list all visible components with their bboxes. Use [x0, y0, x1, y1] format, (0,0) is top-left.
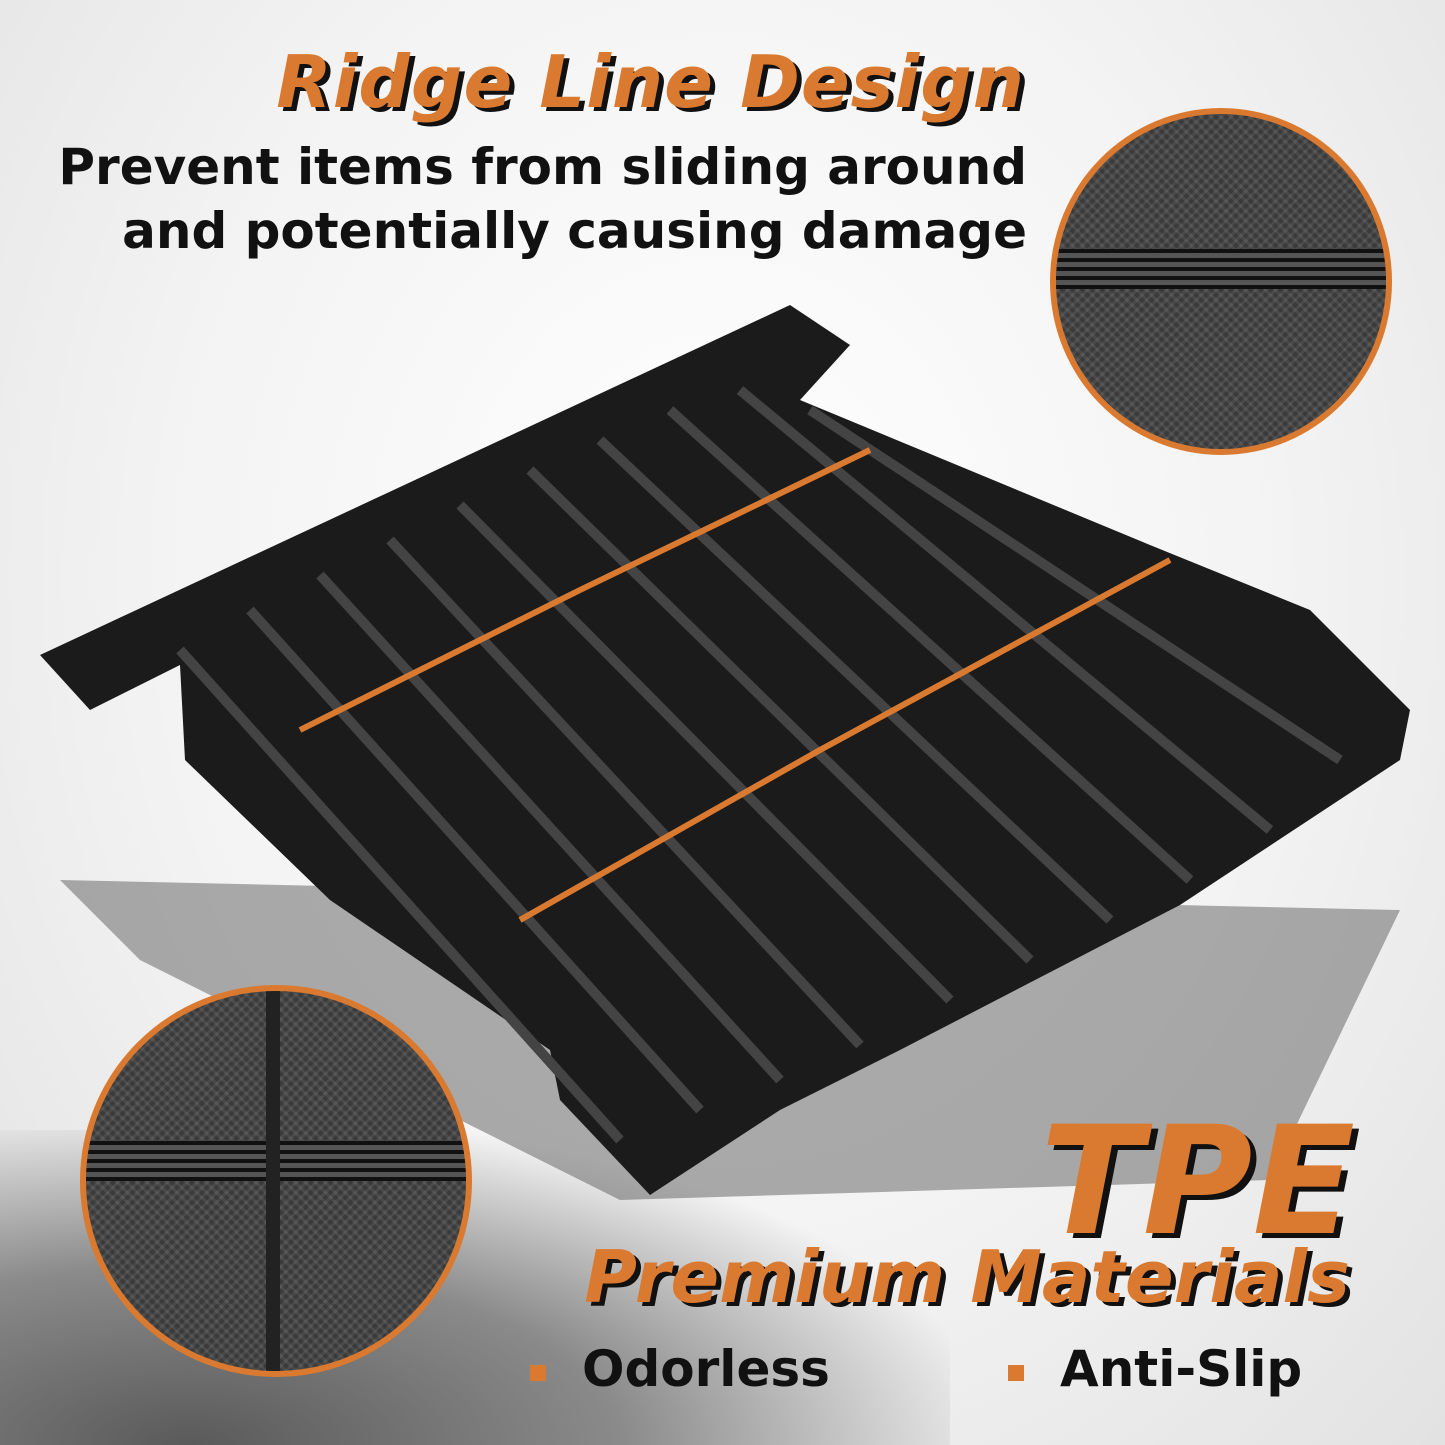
feature-label: Anti-Slip — [1060, 1340, 1303, 1398]
ridge-closeup-circle-top — [1050, 108, 1392, 455]
material-name: TPE — [1040, 1095, 1355, 1269]
ridge-line-highlight-2 — [518, 557, 1172, 923]
subtitle-line-1: Prevent items from sliding around — [58, 138, 1027, 196]
ridge-closeup-circle-bottom — [80, 985, 472, 1377]
mat-body — [40, 305, 1410, 1195]
headline: Ridge Line Design — [276, 40, 1025, 124]
ridge-band-vertical — [266, 991, 280, 1371]
feature-label: Odorless — [582, 1340, 830, 1398]
bullet-icon — [1008, 1364, 1024, 1381]
subtitle-line-2: and potentially causing damage — [122, 202, 1027, 260]
ridge-band — [1056, 249, 1386, 289]
material-tagline: Premium Materials — [584, 1235, 1350, 1319]
ridge-line-highlight-1 — [298, 447, 872, 733]
subtitle: Prevent items from sliding around and po… — [58, 135, 1027, 263]
mat-ridges — [176, 386, 1343, 1144]
bullet-icon — [530, 1364, 546, 1381]
feature-odorless: Odorless — [530, 1340, 830, 1398]
feature-anti-slip: Anti-Slip — [1008, 1340, 1302, 1398]
